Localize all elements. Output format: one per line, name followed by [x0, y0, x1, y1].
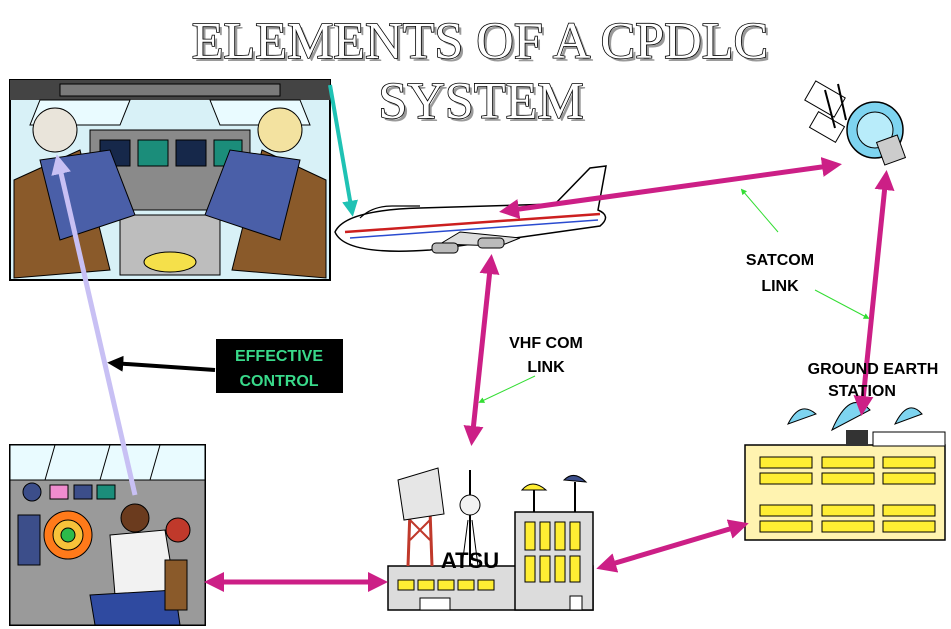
effective-control-line-1: EFFECTIVE — [235, 348, 323, 365]
cockpit-aircraft-arrow — [328, 84, 358, 217]
vhf-link-arrow — [463, 254, 500, 446]
vhf-label-line-2: LINK — [527, 359, 565, 376]
datalink-arrows — [204, 157, 895, 592]
svg-text:SYSTEM: SYSTEM — [381, 76, 586, 133]
ges-label-line-2: STATION — [828, 383, 896, 400]
controller-console-illustration — [9, 444, 206, 626]
diagram-title: ELEMENTS OF A CPDLC ELEMENTS OF A CPDLC … — [191, 12, 771, 133]
title-line-1: ELEMENTS OF A CPDLC — [192, 13, 768, 70]
aircraft-icon — [334, 165, 607, 254]
controller-pilot-arrow — [51, 154, 138, 496]
satcom-label-line-2: LINK — [761, 278, 799, 295]
effective-control-line-2: CONTROL — [239, 373, 318, 390]
satcom-label-line-1: SATCOM — [746, 252, 814, 269]
svg-text:ELEMENTS OF A CPDLC: ELEMENTS OF A CPDLC — [195, 16, 771, 73]
effective-control-arrow — [107, 355, 216, 372]
title-line-2: SYSTEM — [378, 73, 583, 130]
atsu-label: ATSU — [441, 548, 499, 573]
vhf-callout-line — [478, 375, 536, 403]
effective-control-box: EFFECTIVE CONTROL — [216, 339, 343, 393]
vhf-label-line-1: VHF COM — [509, 335, 583, 352]
satellite-station-arrow — [853, 170, 895, 416]
satcom-callout-line-1 — [740, 188, 779, 233]
satellite-icon — [804, 80, 907, 166]
ges-label-line-1: GROUND EARTH — [808, 361, 939, 378]
ground-earth-station-icon — [744, 401, 946, 541]
satcom-callout-line-2 — [814, 289, 870, 319]
cockpit-crew-illustration — [9, 79, 331, 281]
aircraft-satellite-arrow — [499, 157, 842, 219]
atsu-building-icon — [387, 467, 594, 611]
atsu-station-arrow — [596, 519, 749, 573]
